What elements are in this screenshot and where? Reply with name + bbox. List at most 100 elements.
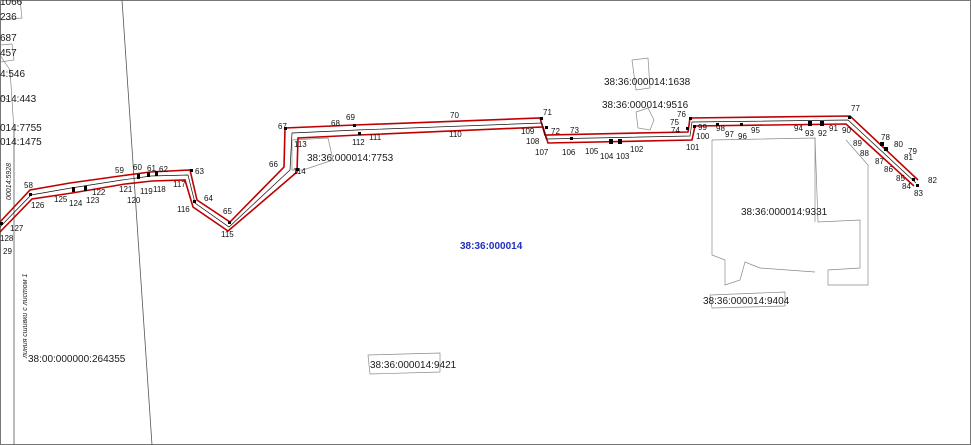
point-label: 92 [818,129,827,138]
point-label: 123 [86,196,100,205]
edge-label: 014:443 [0,94,37,105]
stitch-line-label: линия сшивки с листом 1 [22,274,29,359]
point-label: 103 [616,152,630,161]
point-label: 90 [842,126,851,135]
point-label: 95 [751,126,760,135]
point-label: 116 [177,205,190,214]
quarter-label: 38:36:000014 [460,241,523,252]
point-label: 75 [670,118,679,127]
point-label: 70 [450,111,459,120]
point-label: 63 [195,167,204,176]
edge-label: 457 [0,48,17,59]
point-label: 71 [543,108,552,117]
parcel-label-9404: 38:36:000014:9404 [703,296,790,307]
point-label: 79 [908,147,917,156]
point-label: 97 [725,130,734,139]
point-label: 119 [140,187,153,196]
point-label: 66 [269,160,278,169]
point-label: 65 [223,207,232,216]
point-label: 126 [31,201,45,210]
parcel-label-9516: 38:36:000014:9516 [602,100,689,111]
point-label: 111 [369,133,382,142]
point-label: 77 [851,104,860,113]
point-label: 76 [677,110,686,119]
parcel-label-9331: 38:36:000014:9331 [741,207,828,218]
left-parcel-edge [0,94,9,101]
point-labels: 29 58 59 60 61 62 63 64 65 66 67 68 69 7… [0,104,937,256]
parcel-label-1638: 38:36:000014:1638 [604,77,691,88]
edge-label: 014:1475 [0,137,42,148]
point-label: 101 [686,143,700,152]
point-label: 105 [585,147,599,156]
edge-label: 1066 [0,0,23,8]
vertex-points [0,116,919,225]
point-label: 69 [346,113,355,122]
left-parcel-edge [9,69,15,131]
point-label: 112 [352,138,365,147]
point-label: 106 [562,148,576,157]
point-label: 88 [860,149,869,158]
edge-label: 236 [0,12,17,23]
parcel-label-5928: 00014:5928 [6,163,13,200]
point-label: 118 [153,185,166,194]
point-label: 59 [115,166,124,175]
point-label: 127 [10,224,24,233]
point-label: 113 [294,140,307,149]
point-label: 60 [133,163,142,172]
point-label: 128 [0,234,14,243]
parcel-outlines [0,0,869,375]
point-label: 122 [92,188,106,197]
point-label: 120 [127,196,141,205]
sheet-stitch-line [121,0,153,445]
point-label: 108 [526,137,540,146]
point-label: 64 [204,194,213,203]
point-label: 67 [278,122,287,131]
point-label: 84 [902,182,911,191]
point-label: 125 [54,195,68,204]
point-label: 80 [894,140,903,149]
edge-label: 4:546 [0,69,25,80]
point-label: 110 [449,130,462,139]
point-label: 102 [630,145,644,154]
point-label: 86 [884,165,893,174]
point-label: 114 [293,167,306,176]
point-label: 121 [119,185,133,194]
point-label: 93 [805,129,814,138]
parcel-label-7753: 38:36:000014:7753 [307,153,394,164]
point-label: 99 [698,123,707,132]
corridor-axis [0,119,917,228]
point-label: 29 [3,247,12,256]
point-label: 82 [928,176,937,185]
point-label: 78 [881,133,890,142]
point-label: 96 [738,132,747,141]
point-label: 73 [570,126,579,135]
point-label: 74 [671,126,680,135]
point-label: 62 [159,165,168,174]
point-label: 87 [875,157,884,166]
point-label: 109 [521,127,535,136]
edge-label: 014:7755 [0,123,42,134]
point-label: 124 [69,199,83,208]
point-label: 104 [600,152,614,161]
point-label: 115 [221,230,234,239]
point-label: 58 [24,181,33,190]
edge-label: 687 [0,33,17,44]
point-label: 89 [853,139,862,148]
point-label: 94 [794,124,803,133]
parcel-label-264355: 38:00:000000:264355 [28,354,126,365]
point-label: 85 [896,174,905,183]
parcel-label-9421: 38:36:000014:9421 [370,360,457,371]
point-label: 100 [696,132,710,141]
point-label: 68 [331,119,340,128]
point-label: 117 [173,180,186,189]
point-label: 91 [829,124,838,133]
point-label: 83 [914,189,923,198]
point-label: 98 [716,124,725,133]
left-parcel-edge [0,54,11,71]
point-label: 72 [551,127,560,136]
point-label: 107 [535,148,549,157]
point-label: 81 [904,153,913,162]
point-label: 61 [147,164,156,173]
